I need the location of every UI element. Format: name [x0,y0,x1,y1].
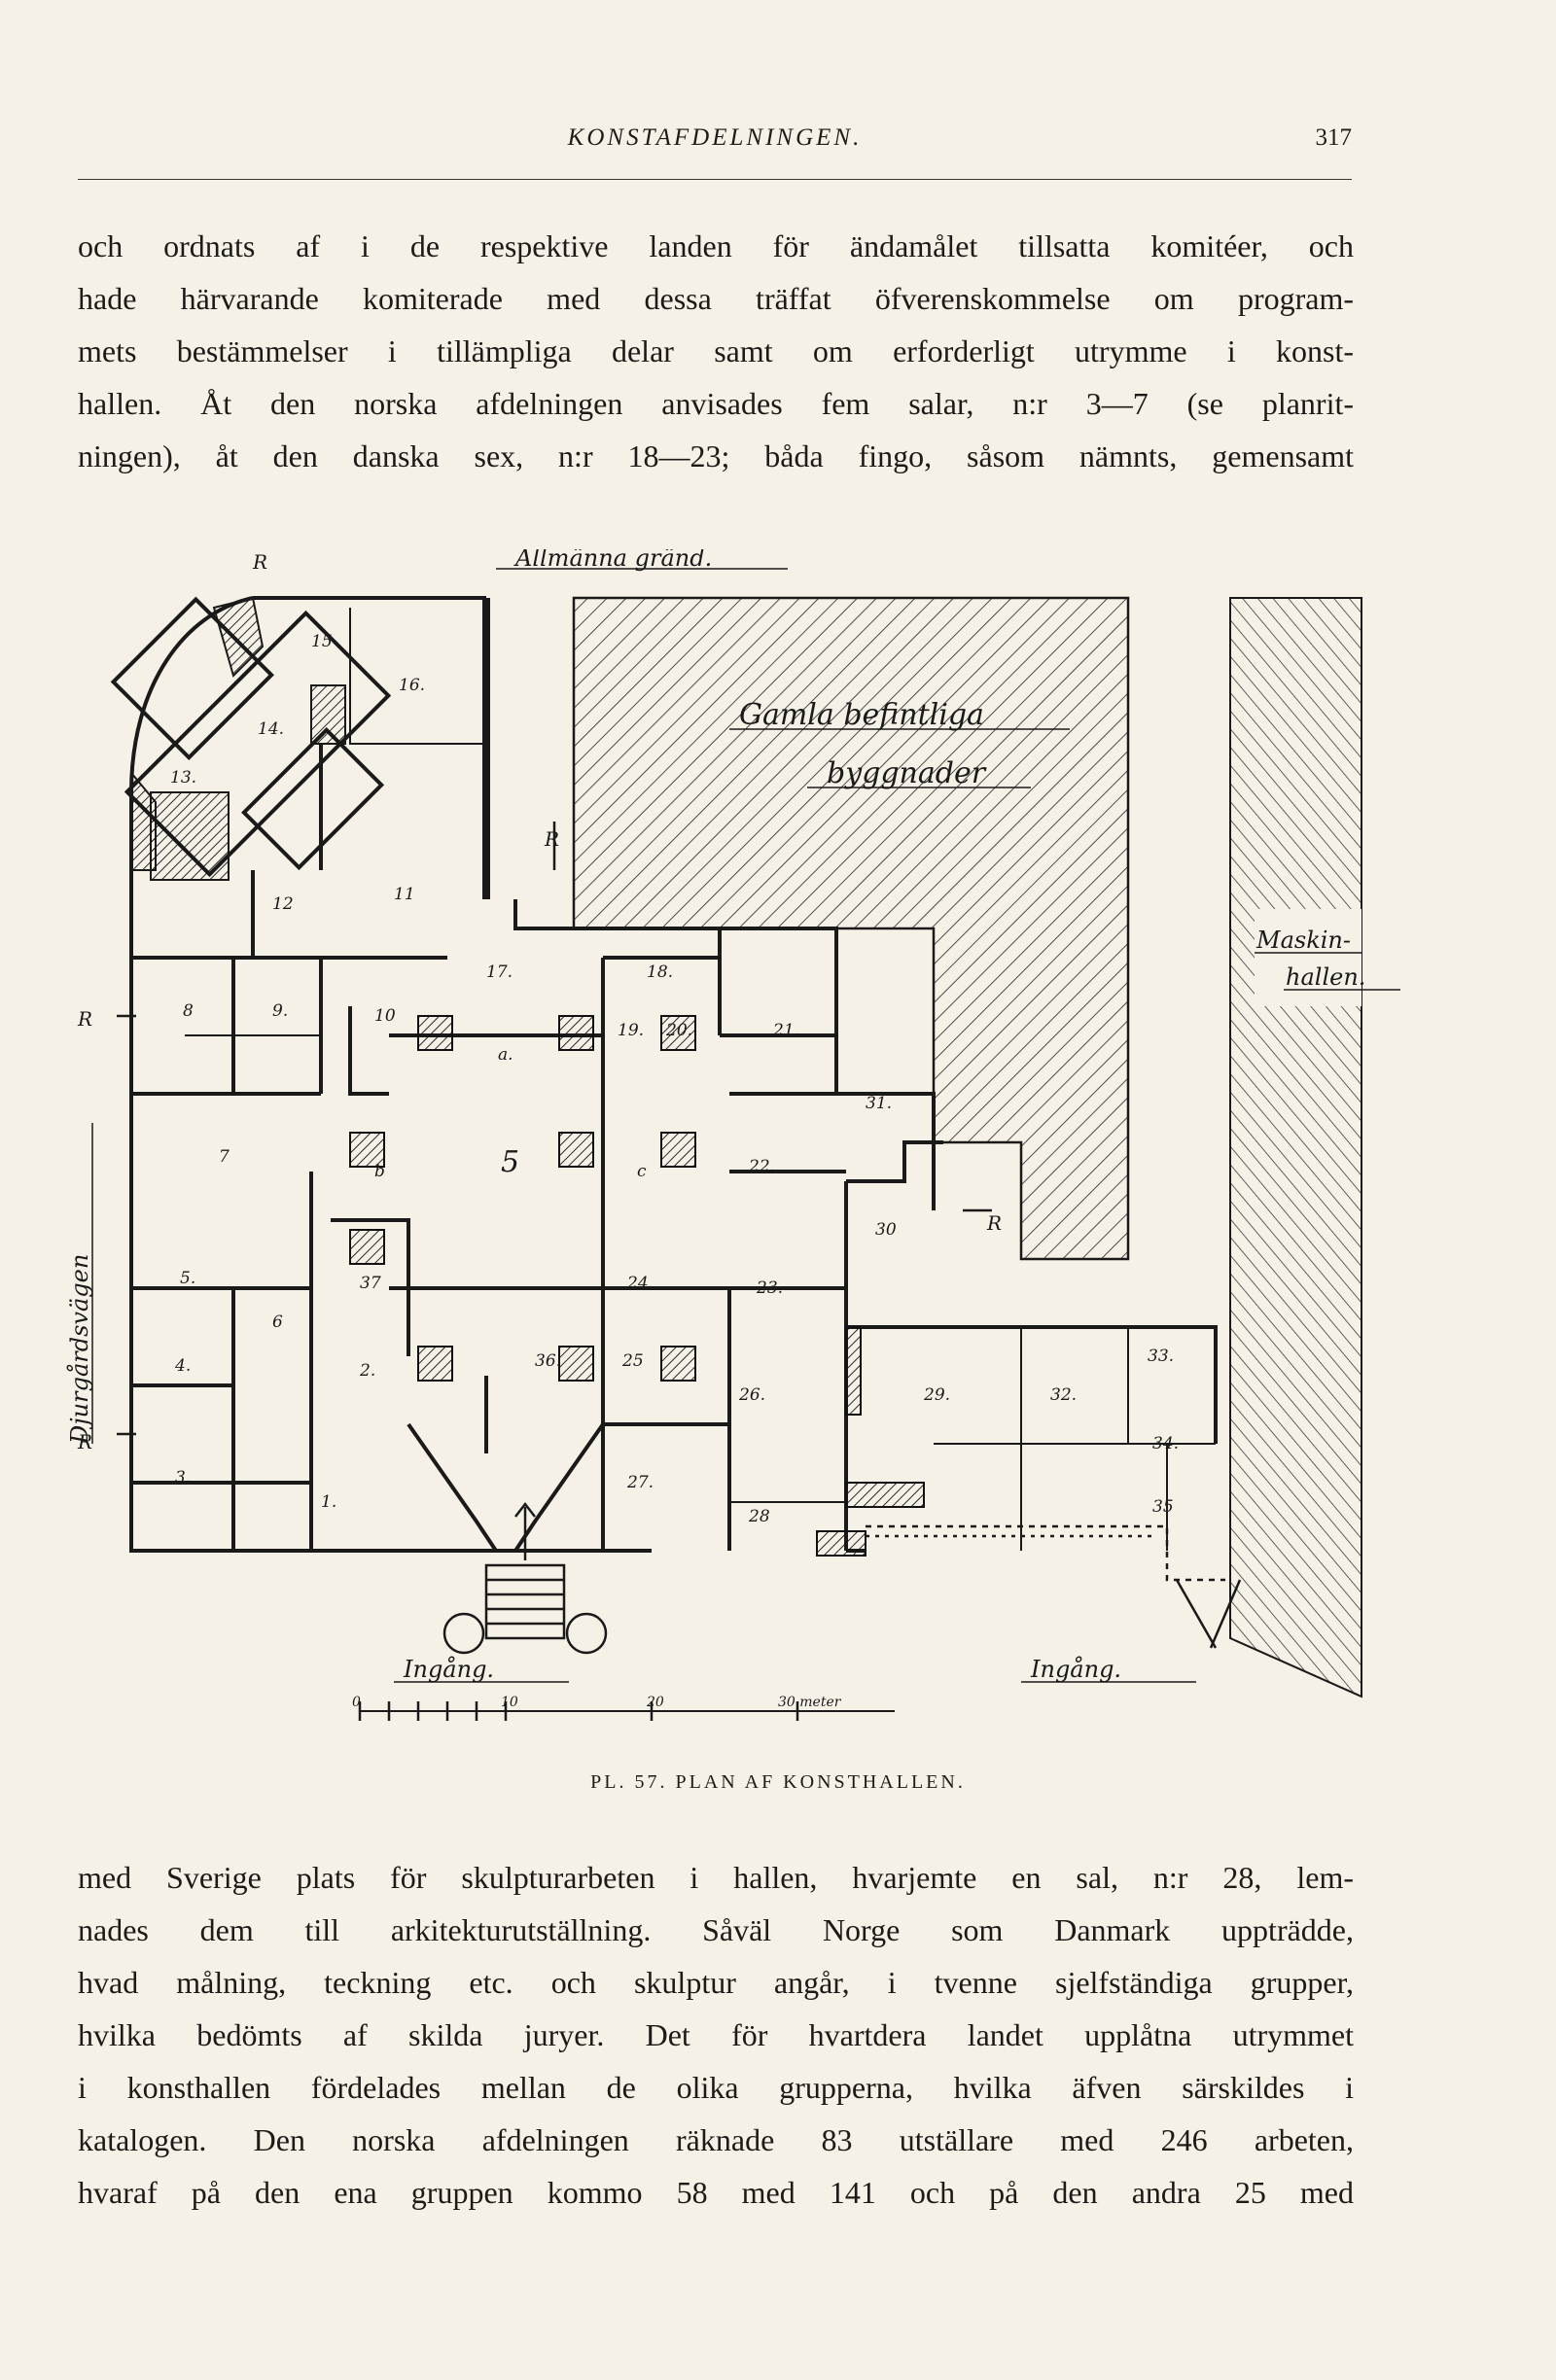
scale-label-10: 10 [501,1695,518,1710]
room-number: 1. [321,1492,336,1512]
page-number: 317 [1315,124,1353,151]
old-buildings-area [572,596,1130,1261]
room-number: 2. [359,1361,375,1381]
text-line: hallen. Åt den norska afdelningen anvisa… [78,386,1354,421]
room-number: 7 [219,1147,230,1167]
toilet-mark: R [252,550,267,574]
room-number: b [374,1162,385,1181]
room-number: 5 [501,1145,519,1179]
label-old-buildings-2: byggnader [827,756,987,790]
room-number: 23. [756,1278,783,1298]
room-number: 26. [738,1385,765,1405]
text-line: i konsthallen fördelades mellan de olika… [78,2070,1354,2105]
label-old-buildings-1: Gamla befintliga [739,698,984,732]
text-line: nades dem till arkitekturutställning. Så… [78,1912,1354,1947]
room-number: 4. [174,1356,191,1376]
scale-label-30: 30 meter [778,1695,842,1710]
floor-plan-figure: Allmänna gränd. Gamla befintliga byggnad… [65,549,1400,1721]
room-number: 33. [1148,1347,1174,1366]
text-line: mets bestämmelser i tillämpliga delar sa… [78,333,1354,368]
text-line: hvilka bedömts af skilda juryer. Det för… [78,2017,1354,2052]
room-number: 32. [1050,1385,1077,1405]
room-number: a. [498,1045,513,1065]
room-number: 9. [272,1001,288,1021]
text-line: med Sverige plats för skulpturarbeten i … [78,1860,1354,1895]
room-number: 17. [486,962,513,982]
room-number: 36. [535,1351,561,1371]
paragraph-bottom: med Sverige plats för skulpturarbeten i … [78,1851,1354,2219]
room-number: 16. [399,676,425,695]
room-number: 28 [748,1507,770,1526]
running-head-title: KONSTAFDELNINGEN. [567,124,863,151]
label-entrance-main: Ingång. [403,1655,494,1683]
scale-label-20: 20 [646,1695,664,1710]
room-number: 35 [1152,1497,1174,1517]
room-number: 11 [394,885,415,904]
running-head: KONSTAFDELNINGEN. 317 [78,124,1352,163]
room-number: 14. [258,719,284,739]
text-line: och ordnats af i de respektive landen fö… [78,228,1354,263]
room-number: 18. [647,962,673,982]
room-number: 19. [618,1021,644,1040]
figure-caption: PL. 57. PLAN AF KONSTHALLEN. [590,1771,966,1793]
room-number: 6 [272,1312,283,1332]
room-number: 5. [180,1269,195,1288]
machine-hall-area [1229,597,1362,1698]
room-number: 10 [374,1006,396,1026]
text-line: katalogen. Den norska afdelningen räknad… [78,2122,1354,2157]
toilet-mark: R [77,1430,92,1453]
room-number: 27. [626,1473,654,1492]
toilet-mark: R [77,1007,92,1031]
paragraph-top: och ordnats af i de respektive landen fö… [78,220,1354,482]
room-number: 15 [311,632,333,651]
text-line: ningen), åt den danska sex, n:r 18—23; b… [78,438,1354,473]
text-line: hade härvarande komiterade med dessa trä… [78,281,1354,316]
room-number: 13. [170,768,196,788]
room-number: 20. [665,1021,692,1040]
room-number: 37 [360,1274,381,1293]
room-number: 34. [1152,1434,1179,1453]
room-number: 3. [175,1468,191,1488]
label-street-left: Djurgårdsvägen [65,1254,93,1445]
room-number: 25 [621,1351,644,1371]
room-number: 30 [875,1220,897,1240]
room-number: c [637,1162,647,1181]
room-number: 24. [626,1274,654,1293]
text-line: hvad målning, teckning etc. och skulptur… [78,1965,1354,2000]
room-number: 29. [923,1385,950,1405]
room-number: 21. [772,1021,799,1040]
room-number: 31. [866,1094,892,1113]
header-rule [78,179,1352,180]
label-machine-hall-2: hallen. [1286,963,1365,991]
label-machine-hall-1: Maskin- [1255,927,1351,954]
label-entrance-right: Ingång. [1030,1655,1121,1683]
toilet-mark: R [544,827,559,851]
scale-label-0: 0 [352,1695,361,1710]
text-line: hvaraf på den ena gruppen kommo 58 med 1… [78,2175,1354,2210]
room-number: 8 [183,1001,194,1021]
toilet-mark: R [986,1211,1002,1235]
room-number: 22. [748,1157,775,1176]
label-street-top: Allmänna gränd. [513,549,712,572]
room-number: 12 [272,894,294,914]
